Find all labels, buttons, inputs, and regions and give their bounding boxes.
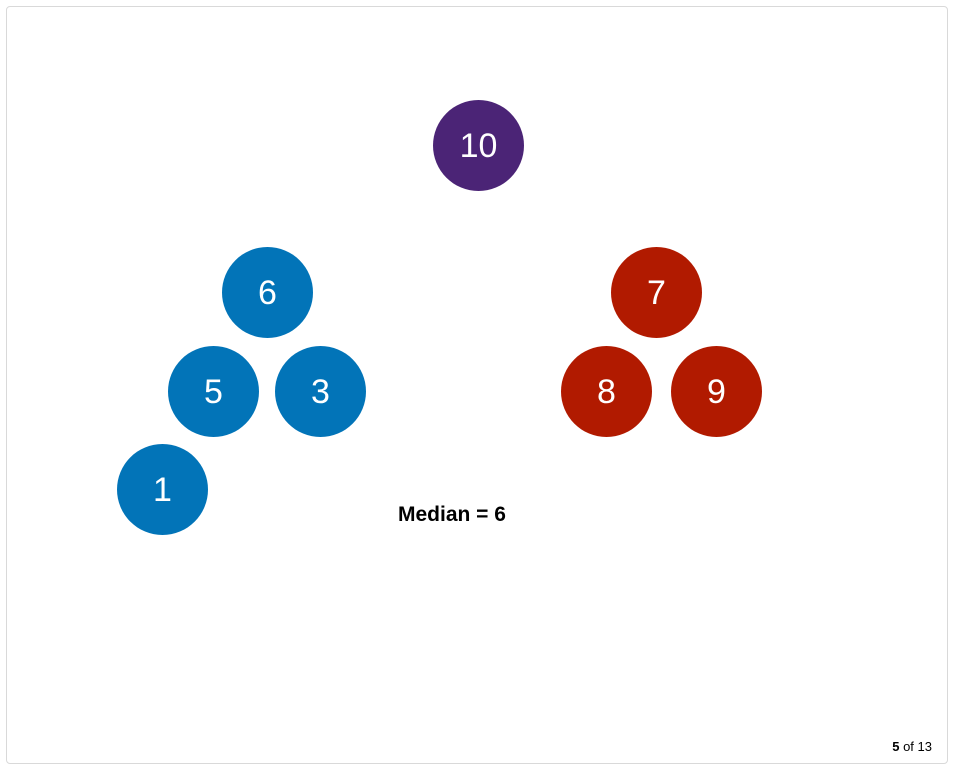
slide-pager: 5 of 13 <box>892 739 932 754</box>
node-10: 10 <box>433 100 524 191</box>
node-3-label: 3 <box>311 372 330 411</box>
node-1-label: 1 <box>153 470 172 509</box>
node-10-label: 10 <box>459 126 498 165</box>
pager-current: 5 <box>892 739 900 754</box>
median-caption: Median = 6 <box>398 503 506 526</box>
node-6: 6 <box>222 247 313 338</box>
pager-separator: of <box>903 739 914 754</box>
node-8: 8 <box>561 346 652 437</box>
node-6-label: 6 <box>258 273 277 312</box>
node-8-label: 8 <box>597 372 616 411</box>
pager-total: 13 <box>917 739 932 754</box>
node-5: 5 <box>168 346 259 437</box>
node-7-label: 7 <box>647 273 666 312</box>
node-5-label: 5 <box>204 372 223 411</box>
node-9-label: 9 <box>707 372 726 411</box>
slide: 10 6 5 3 1 7 8 9 Median = 6 5 of 13 <box>6 6 948 764</box>
node-3: 3 <box>275 346 366 437</box>
node-7: 7 <box>611 247 702 338</box>
node-1: 1 <box>117 444 208 535</box>
node-9: 9 <box>671 346 762 437</box>
